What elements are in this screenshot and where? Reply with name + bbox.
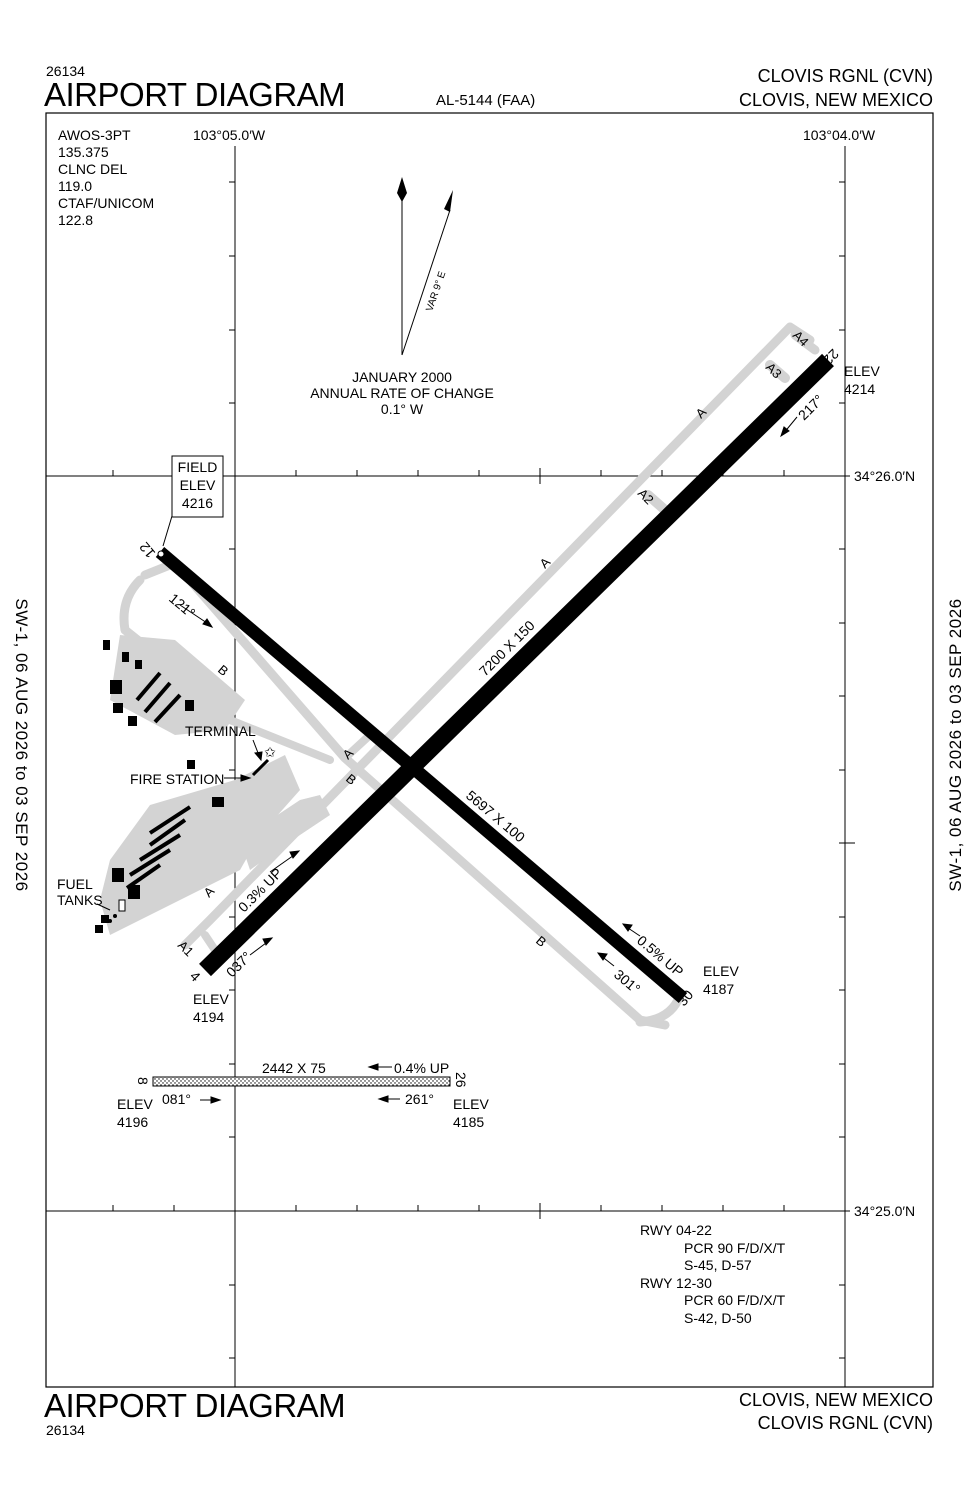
- rwy-30-heading: 301°: [611, 966, 643, 997]
- latitude-bottom: 34°25.0′N: [854, 1203, 916, 1219]
- page-title: AIRPORT DIAGRAM: [44, 76, 346, 113]
- hangars: [95, 640, 224, 933]
- chart-number: 26134: [46, 63, 85, 79]
- rwy-12-heading: 121°: [166, 590, 198, 621]
- pcr-block: RWY 04-22 PCR 90 F/D/X/T S-45, D-57 RWY …: [640, 1222, 785, 1327]
- fire-station-label: FIRE STATION: [130, 771, 225, 787]
- field-elev-value: 4216: [181, 495, 214, 511]
- rwy-30-elev-value: 4187: [703, 981, 735, 997]
- rwy-22-elev-value: 4214: [844, 381, 876, 397]
- magvar-rate: 0.1° W: [380, 401, 424, 417]
- rwy-26-elev: ELEV 4185: [453, 1095, 489, 1131]
- pcr-0422-rwy: RWY 04-22: [640, 1222, 712, 1238]
- rwy-08-heading: 081°: [162, 1091, 191, 1107]
- rwy-04-elev-value: 4194: [193, 1009, 225, 1025]
- runway-04-22: [199, 353, 834, 977]
- direction-arrows: [96, 416, 798, 1104]
- rwy-0826-slope: 0.4% UP: [394, 1060, 449, 1076]
- footer-city: CLOVIS, NEW MEXICO: [738, 1390, 933, 1410]
- rwy-08-elev: ELEV 4196: [117, 1095, 153, 1131]
- rwy-30-elev: ELEV 4187: [703, 962, 739, 998]
- grid-ticks: [112, 181, 855, 1359]
- comms-awos: AWOS-3PT: [58, 127, 131, 143]
- field-elev-marker: [157, 550, 165, 558]
- runway-12-30: [155, 547, 688, 1003]
- rwy-12-end: 12: [136, 539, 158, 561]
- magvar-rate-label: ANNUAL RATE OF CHANGE: [310, 385, 494, 401]
- longitude-east: 103°04.0′W: [803, 127, 876, 143]
- footer-airport: CLOVIS RGNL (CVN): [757, 1413, 933, 1433]
- rwy-26-end: 26: [453, 1072, 469, 1088]
- airport-name: CLOVIS RGNL (CVN): [757, 66, 933, 86]
- taxiways: [119, 322, 820, 1030]
- pcr-1230-sd: S-42, D-50: [684, 1309, 752, 1326]
- comms-awos-freq: 135.375: [58, 144, 109, 160]
- fuel-tank-symbol: [108, 899, 126, 923]
- chart-frame: [45, 112, 934, 1388]
- fuel-label-line2: TANKS: [57, 892, 103, 908]
- rwy-26-elev-value: 4185: [453, 1114, 485, 1130]
- comms-clnc: CLNC DEL: [58, 161, 128, 177]
- field-elev-text: FIELD ELEV 4216: [172, 458, 223, 512]
- taxiway-a-label-sw: A: [201, 883, 218, 900]
- footer-title: AIRPORT DIAGRAM: [44, 1387, 346, 1424]
- comms-clnc-freq: 119.0: [58, 178, 92, 194]
- rwy-0826-dims: 2442 X 75: [262, 1060, 326, 1076]
- procedure-id: AL-5144 (FAA): [436, 92, 536, 109]
- magnetic-north-arrow: [401, 190, 453, 356]
- pcr-0422-value: PCR 90 F/D/X/T: [684, 1239, 786, 1256]
- pcr-0422-sd: S-45, D-57: [684, 1257, 752, 1273]
- pcr-1230-value: PCR 60 F/D/X/T: [684, 1292, 786, 1308]
- grid-lines: [46, 146, 850, 1387]
- field-elev-leader: [162, 515, 173, 547]
- fuel-tanks-label: FUEL TANKS: [57, 876, 103, 908]
- rwy-22-elev: ELEV 4214: [844, 362, 880, 398]
- rwy-04-elev: ELEV 4194: [193, 990, 229, 1026]
- field-elev-label2: ELEV: [179, 477, 216, 493]
- longitude-west: 103°05.0′W: [193, 127, 266, 143]
- rwy-26-elev-label: ELEV: [453, 1096, 489, 1112]
- comms-block: AWOS-3PT 135.375 CLNC DEL 119.0 CTAF/UNI…: [58, 127, 154, 229]
- terminal-label: TERMINAL: [185, 723, 256, 739]
- beacon-icon: ✩: [264, 744, 276, 760]
- fuel-label-line1: FUEL: [57, 876, 93, 892]
- comms-ctaf: CTAF/UNICOM: [58, 195, 155, 211]
- magvar-date: JANUARY 2000: [352, 369, 452, 385]
- rwy-08-elev-value: 4196: [117, 1114, 149, 1130]
- pcr-1230-rwy: RWY 12-30: [640, 1274, 712, 1291]
- north-arrow: [397, 177, 407, 355]
- terminal-building: [251, 758, 270, 777]
- t-hangars: [125, 671, 192, 890]
- runway-08-26: [152, 1076, 451, 1087]
- field-elev-box: [171, 455, 224, 518]
- field-elev-label1: FIELD: [177, 459, 218, 475]
- rwy-22-elev-label: ELEV: [844, 363, 880, 379]
- taxiway-b-label-nw: B: [215, 662, 231, 679]
- footer-chart-number: 26134: [46, 1422, 85, 1438]
- latitude-top: 34°26.0′N: [854, 468, 916, 484]
- comms-ctaf-freq: 122.8: [58, 212, 94, 228]
- rwy-08-end: 8: [135, 1077, 151, 1085]
- rwy-26-heading: 261°: [405, 1091, 434, 1107]
- rwy-04-elev-label: ELEV: [193, 991, 229, 1007]
- airport-city: CLOVIS, NEW MEXICO: [738, 90, 933, 110]
- rwy-30-elev-label: ELEV: [703, 963, 739, 979]
- main-apron: [100, 635, 330, 935]
- rwy-04-end: 4: [187, 968, 204, 985]
- rwy-08-elev-label: ELEV: [117, 1096, 153, 1112]
